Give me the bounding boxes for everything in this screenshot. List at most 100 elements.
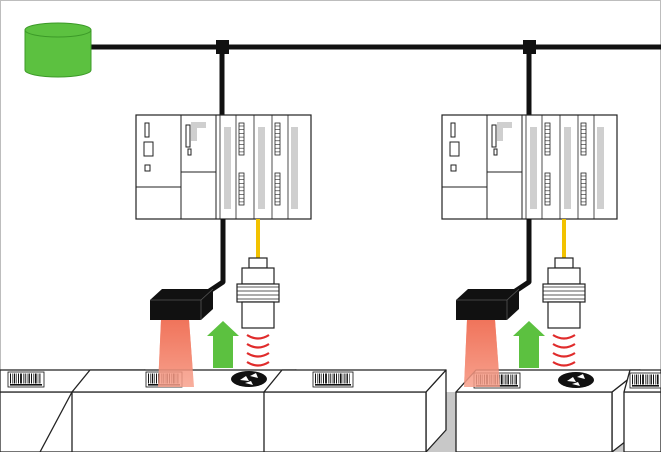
barcode-bar [648,374,650,385]
barcode-bar [515,374,517,385]
barcode-reader-icon [150,288,214,320]
barcode-bar [640,374,641,385]
plc-io-slot [291,127,298,209]
plc-io-terminal [238,172,245,206]
sensor-wave [246,361,270,367]
barcode-bar [31,373,32,384]
barcode-bar [18,373,19,384]
plc-label-strip [191,122,206,141]
plc-rack-icon [441,114,618,220]
barcode-bar [24,373,26,384]
barcode-digits [10,384,42,386]
plc-display [143,141,154,157]
reader-cable [206,219,226,295]
barcode-bar [28,373,30,384]
barcode-bar [10,373,11,384]
barcode-digits [315,384,351,386]
barcode-bar [323,373,324,384]
barcode-bar [635,374,638,385]
plc-io-terminal [238,122,245,156]
barcode-bar [655,374,656,385]
barcode-bar [325,373,327,384]
plc-io-slot [530,127,537,209]
rfid-tag-mark [240,373,258,385]
plc-io-terminal [274,122,281,156]
box-front [263,391,427,452]
barcode-bar [511,374,513,385]
barcode-bar [632,374,633,385]
barcode-bar [34,373,37,384]
bus-tap-1 [216,40,229,54]
sensor-wave [552,343,576,349]
plc-io-terminal [544,122,551,156]
barcode-bar [653,374,654,385]
plc-io-terminal [544,172,551,206]
reader-body [150,289,213,320]
sensor-head [241,301,275,329]
barcode-bar [315,373,316,384]
rfid-tag-disc [231,371,267,387]
barcode-label-icon [7,371,45,388]
ultrasonic-sensor-icon [236,257,280,329]
barcode-bar [645,374,646,385]
plc-display [449,141,460,157]
barcode-bar [634,374,635,385]
sensor-neck [241,267,275,285]
barcode-bar [642,374,644,385]
barcode-bar [150,373,151,384]
plc-led [187,148,192,156]
barcode-bar [505,374,507,385]
barcode-bar [638,374,639,385]
barcode-bar [148,373,149,384]
barcode-bar [321,373,322,384]
barcode-bar [342,373,344,384]
reader-cable [512,219,532,295]
barcode-label-icon [312,371,354,388]
barcode-bar [507,374,509,385]
barcode-bar [23,373,24,384]
sensor-wave [246,334,270,340]
up-arrow-icon [513,321,545,368]
plc-led [491,124,497,148]
barcode-bar [39,373,41,384]
barcode-bar [349,373,350,384]
reader-body [456,289,519,320]
barcode-bar [33,373,34,384]
box-front [455,391,613,452]
database-body [24,29,92,78]
conveyor-box [623,369,661,452]
sensor-wave [246,352,270,358]
plc-io-slot [224,127,231,209]
barcode-bar [156,373,157,384]
barcode-bar [318,373,321,384]
rfid-tag-disc [558,372,594,388]
barcode-bar [12,373,13,384]
sensor-wave [246,343,270,349]
sound-wave-icon [246,334,270,367]
plc-io-slot [564,127,571,209]
database-top [24,22,92,38]
laser-beam [464,320,500,387]
sensor-head [547,301,581,329]
sensor-cap [554,257,574,269]
rfid-tag-mark [567,374,585,386]
barcode-reader-icon [456,288,520,320]
sensor-wave [552,361,576,367]
plc-switch [450,164,457,172]
up-arrow-icon [207,321,239,368]
bus-tap-2 [523,40,536,54]
ultrasonic-sensor-icon [542,257,586,329]
barcode-bar [331,373,333,384]
plc-io-slot [258,127,265,209]
laser-beam [158,320,194,387]
plc-led [450,122,456,138]
barcode-bar [154,373,155,384]
box-edge [39,391,73,452]
barcode-bar [510,374,511,385]
barcode-bar [151,373,154,384]
conveyor-box [263,369,447,452]
barcode-digits [632,385,659,387]
barcode-bar [500,374,503,385]
box-front [623,391,661,452]
